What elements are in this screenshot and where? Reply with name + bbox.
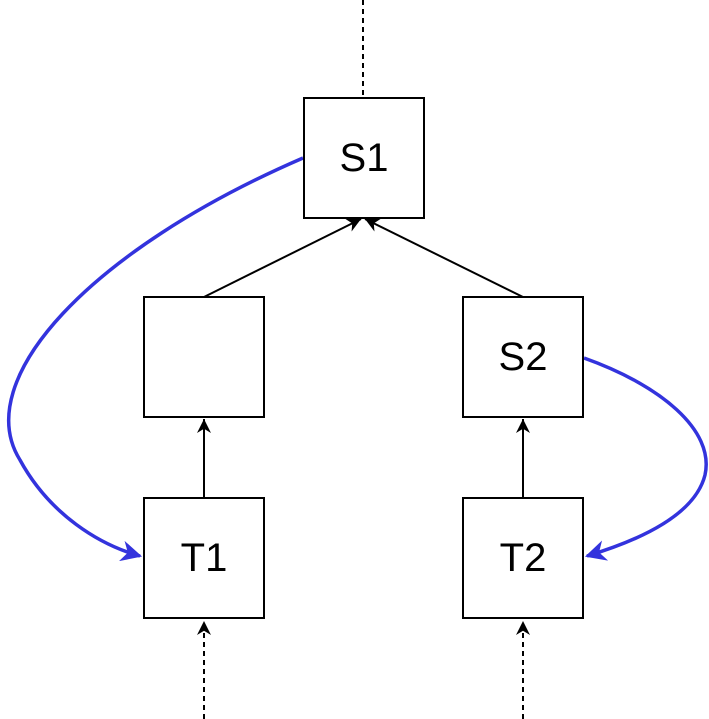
highlight-edge-s2-to-t2 [583,356,708,561]
node-s2-label: S2 [499,335,548,379]
tree-edge-s2-to-s1 [364,218,524,298]
highlight-edge-s1-to-t1 [7,156,304,562]
node-t2-label: T2 [500,536,547,580]
node-s1-label: S1 [340,136,389,180]
node-t1: T1 [143,497,265,619]
node-s1: S1 [303,97,425,219]
node-blank [143,296,265,418]
node-t2: T2 [462,497,584,619]
node-s2: S2 [462,296,584,418]
node-t1-label: T1 [181,536,228,580]
tree-edge-blank-to-s1 [203,218,362,298]
